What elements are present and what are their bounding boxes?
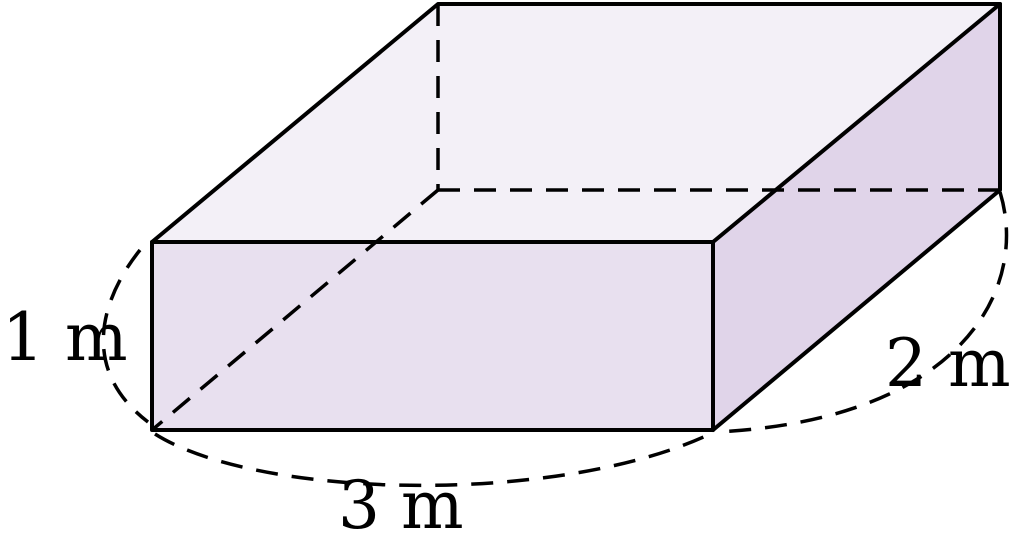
cuboid-front-face bbox=[152, 242, 713, 430]
depth-label: 2 m bbox=[885, 325, 1011, 402]
front-face-outline bbox=[150, 240, 715, 432]
length-dimension-arc bbox=[154, 432, 711, 488]
depth-dimension-arc bbox=[715, 191, 1009, 434]
hidden-edge-depth bbox=[150, 188, 440, 432]
height-label: 1 m bbox=[2, 299, 128, 376]
cuboid-top-face bbox=[152, 4, 1000, 242]
length-label: 3 m bbox=[338, 467, 464, 544]
cuboid-side-face bbox=[713, 4, 1000, 430]
side-face-outline bbox=[711, 2, 1002, 432]
